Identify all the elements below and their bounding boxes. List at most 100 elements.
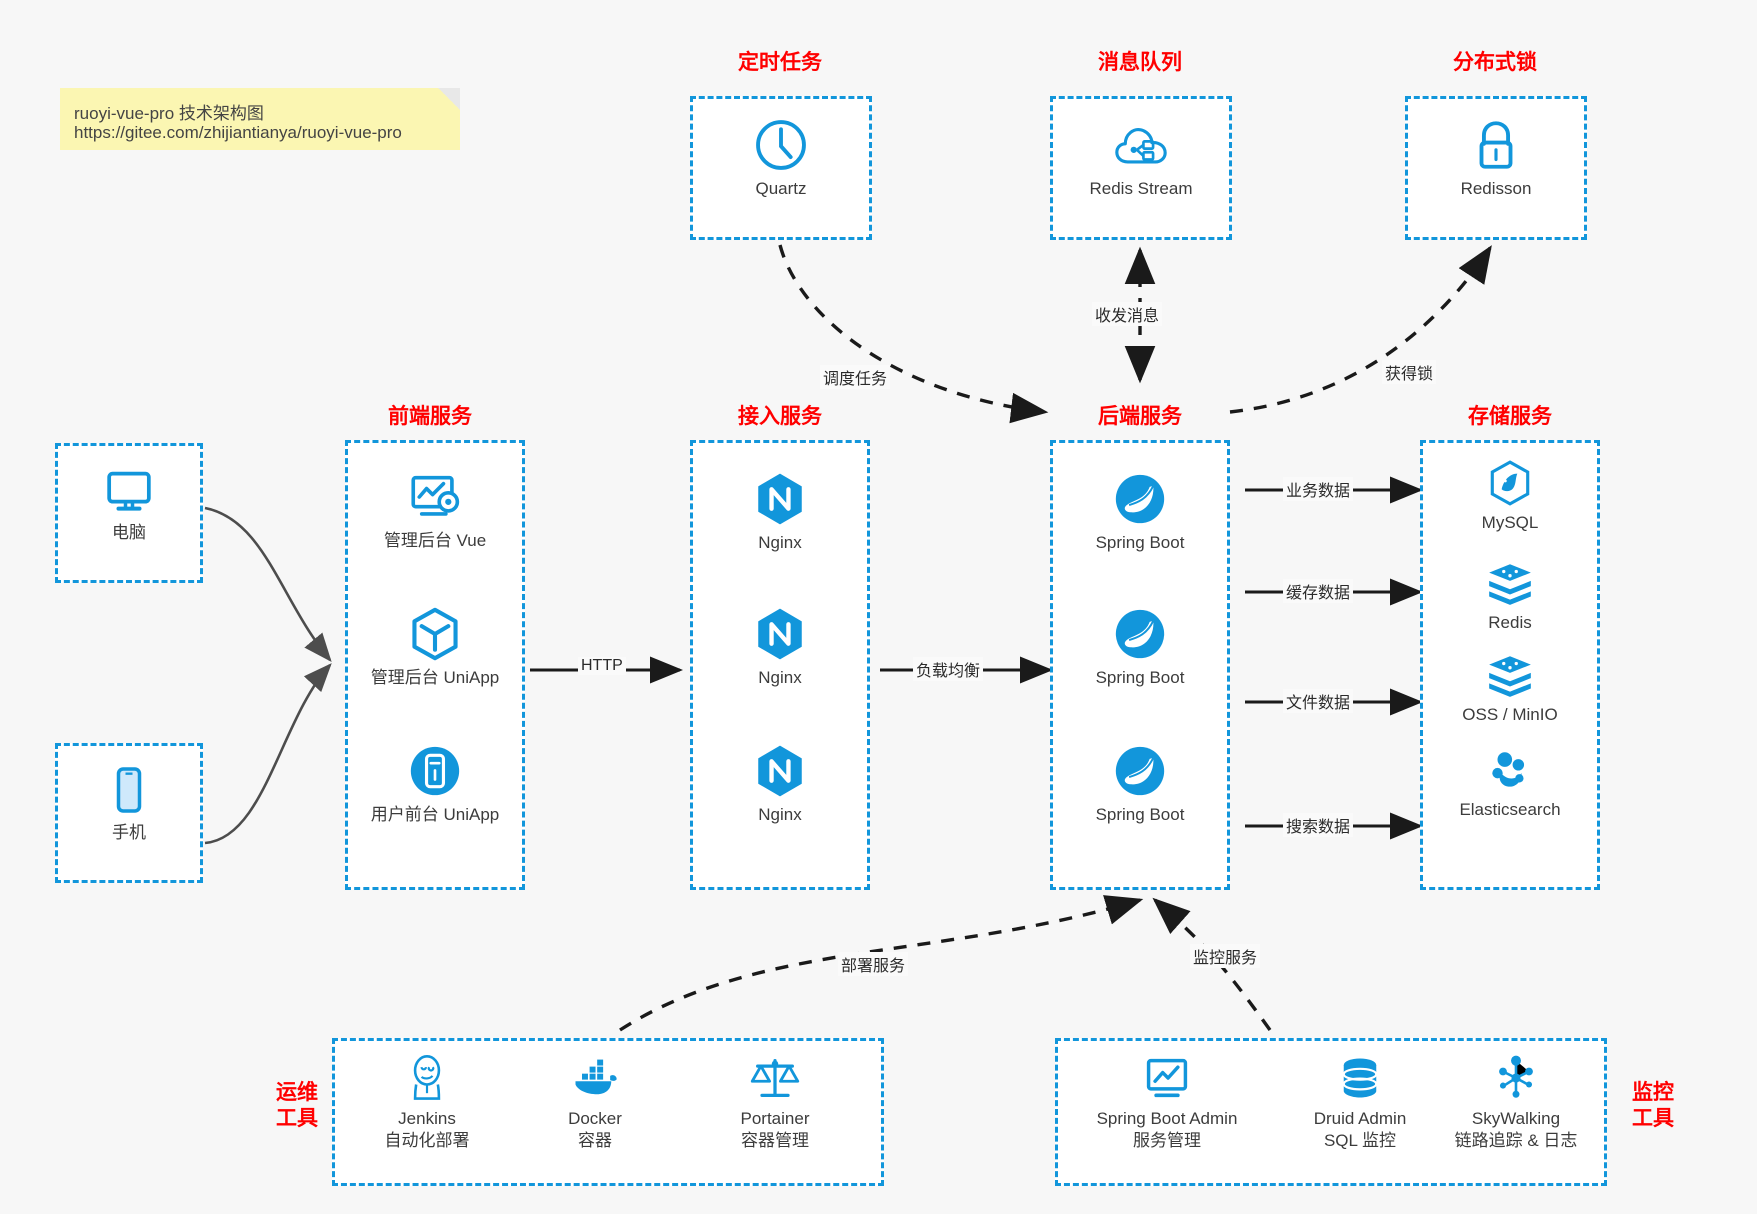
node-spring-boot-1[interactable]: Spring Boot xyxy=(1050,470,1230,554)
node-nginx-2[interactable]: Nginx xyxy=(690,605,870,689)
clock-icon xyxy=(756,120,806,170)
group-title-devops-line1: 运维 xyxy=(276,1081,318,1104)
note-url: https://gitee.com/zhijiantianya/ruoyi-vu… xyxy=(74,123,402,142)
node-desktop[interactable]: 电脑 xyxy=(55,462,203,544)
group-title-gateway: 接入服务 xyxy=(738,405,822,428)
nginx-icon xyxy=(758,608,802,660)
group-title-mq: 消息队列 xyxy=(1098,51,1182,74)
group-box-client-mobile xyxy=(55,743,203,883)
node-sublabel-docker: 容器 xyxy=(578,1131,612,1151)
node-portainer[interactable]: Portainer 容器管理 xyxy=(680,1052,870,1152)
jenkins-icon xyxy=(413,1055,441,1100)
group-title-storage: 存储服务 xyxy=(1468,405,1552,428)
dashboard-gear-icon xyxy=(411,475,460,516)
group-title-devops: 运维 工具 xyxy=(262,1080,332,1133)
nginx-icon xyxy=(758,473,802,525)
mobile-icon xyxy=(116,767,142,813)
node-oss-minio[interactable]: OSS / MinIO xyxy=(1420,650,1600,726)
node-sublabel-portainer: 容器管理 xyxy=(741,1131,809,1151)
edge-label-schedule-task: 调度任务 xyxy=(820,365,891,389)
node-spring-boot-3[interactable]: Spring Boot xyxy=(1050,742,1230,826)
node-label-spring-boot-1: Spring Boot xyxy=(1095,533,1185,552)
node-elasticsearch[interactable]: Elasticsearch xyxy=(1420,745,1600,821)
node-sublabel-spring-boot-admin: 服务管理 xyxy=(1133,1131,1201,1151)
desktop-icon xyxy=(107,471,151,511)
node-redisson[interactable]: Redisson xyxy=(1405,116,1587,200)
node-label-elasticsearch: Elasticsearch xyxy=(1459,800,1561,819)
node-user-uniapp[interactable]: 用户前台 UniApp xyxy=(345,742,525,826)
database-icon xyxy=(1342,1058,1378,1098)
node-docker[interactable]: Docker 容器 xyxy=(510,1052,680,1152)
node-mysql[interactable]: MySQL xyxy=(1420,458,1600,534)
edge-label-monitor-service: 监控服务 xyxy=(1190,944,1261,968)
group-title-scheduler: 定时任务 xyxy=(738,51,822,74)
monitor-chart-icon xyxy=(1146,1058,1188,1098)
edge-label-load-balance: 负载均衡 xyxy=(913,657,984,681)
group-title-monitor-line1: 监控 xyxy=(1632,1081,1674,1104)
node-admin-uniapp[interactable]: 管理后台 UniApp xyxy=(345,605,525,689)
spring-icon xyxy=(1115,474,1165,524)
node-jenkins[interactable]: Jenkins 自动化部署 xyxy=(342,1052,512,1152)
node-label-redis-stream: Redis Stream xyxy=(1089,179,1193,198)
node-nginx-3[interactable]: Nginx xyxy=(690,742,870,826)
node-label-admin-vue: 管理后台 Vue xyxy=(383,531,487,550)
node-label-mobile: 手机 xyxy=(112,823,146,842)
node-sublabel-skywalking: 链路追踪 & 日志 xyxy=(1454,1131,1578,1151)
group-title-monitor-line2: 工具 xyxy=(1632,1107,1674,1131)
spring-icon xyxy=(1115,609,1165,659)
skywalking-icon xyxy=(1499,1055,1533,1098)
group-box-devops xyxy=(332,1038,884,1186)
node-quartz[interactable]: Quartz xyxy=(690,116,872,200)
edge-label-deploy-service: 部署服务 xyxy=(838,952,909,976)
group-title-lock: 分布式锁 xyxy=(1453,51,1537,74)
docker-icon xyxy=(575,1059,617,1095)
node-spring-boot-2[interactable]: Spring Boot xyxy=(1050,605,1230,689)
note-fold-corner xyxy=(438,88,460,110)
node-admin-vue[interactable]: 管理后台 Vue xyxy=(345,468,525,552)
nginx-icon xyxy=(758,745,802,797)
node-label-oss-minio: OSS / MinIO xyxy=(1462,705,1558,724)
edge-label-http: HTTP xyxy=(578,657,626,675)
elasticsearch-icon xyxy=(1492,752,1525,787)
node-label-redisson: Redisson xyxy=(1460,179,1532,198)
node-spring-boot-admin[interactable]: Spring Boot Admin 服务管理 xyxy=(1062,1052,1272,1152)
node-label-spring-boot-3: Spring Boot xyxy=(1095,805,1185,824)
redis-icon xyxy=(1489,564,1531,605)
node-label-druid-admin: Druid Admin xyxy=(1313,1109,1407,1128)
node-label-spring-boot-admin: Spring Boot Admin xyxy=(1096,1109,1238,1128)
node-label-nginx-2: Nginx xyxy=(758,668,802,687)
node-label-spring-boot-2: Spring Boot xyxy=(1095,668,1185,687)
node-sublabel-jenkins: 自动化部署 xyxy=(384,1131,470,1151)
oss-icon xyxy=(1489,656,1531,697)
node-mobile[interactable]: 手机 xyxy=(55,762,203,844)
spring-icon xyxy=(1115,746,1165,796)
note-title: ruoyi-vue-pro 技术架构图 xyxy=(74,104,264,123)
node-label-jenkins: Jenkins xyxy=(398,1109,456,1128)
edge-label-business-data: 业务数据 xyxy=(1283,477,1354,501)
group-title-backend: 后端服务 xyxy=(1098,405,1182,428)
node-nginx-1[interactable]: Nginx xyxy=(690,470,870,554)
node-skywalking[interactable]: SkyWalking 链路追踪 & 日志 xyxy=(1428,1052,1604,1152)
cube-icon xyxy=(412,607,458,661)
group-title-monitor: 监控 工具 xyxy=(1615,1080,1691,1133)
edge-label-cache-data: 缓存数据 xyxy=(1283,579,1354,603)
node-label-desktop: 电脑 xyxy=(112,523,146,542)
node-label-nginx-3: Nginx xyxy=(758,805,802,824)
node-label-nginx-1: Nginx xyxy=(758,533,802,552)
group-box-lock xyxy=(1405,96,1587,240)
edge-label-file-data: 文件数据 xyxy=(1283,689,1354,713)
node-druid-admin[interactable]: Druid Admin SQL 监控 xyxy=(1272,1052,1448,1152)
node-label-redis: Redis xyxy=(1488,613,1532,632)
cloud-stream-icon xyxy=(1115,128,1167,164)
edge-label-acquire-lock: 获得锁 xyxy=(1382,360,1437,384)
group-title-frontend: 前端服务 xyxy=(388,405,472,428)
edge-label-search-data: 搜索数据 xyxy=(1283,813,1354,837)
mysql-icon xyxy=(1490,460,1530,506)
group-box-mq xyxy=(1050,96,1232,240)
node-label-quartz: Quartz xyxy=(755,179,807,198)
node-redis-stream[interactable]: Redis Stream xyxy=(1050,116,1232,200)
node-redis[interactable]: Redis xyxy=(1420,558,1600,634)
phone-circle-icon xyxy=(410,746,460,796)
node-label-portainer: Portainer xyxy=(740,1109,810,1128)
